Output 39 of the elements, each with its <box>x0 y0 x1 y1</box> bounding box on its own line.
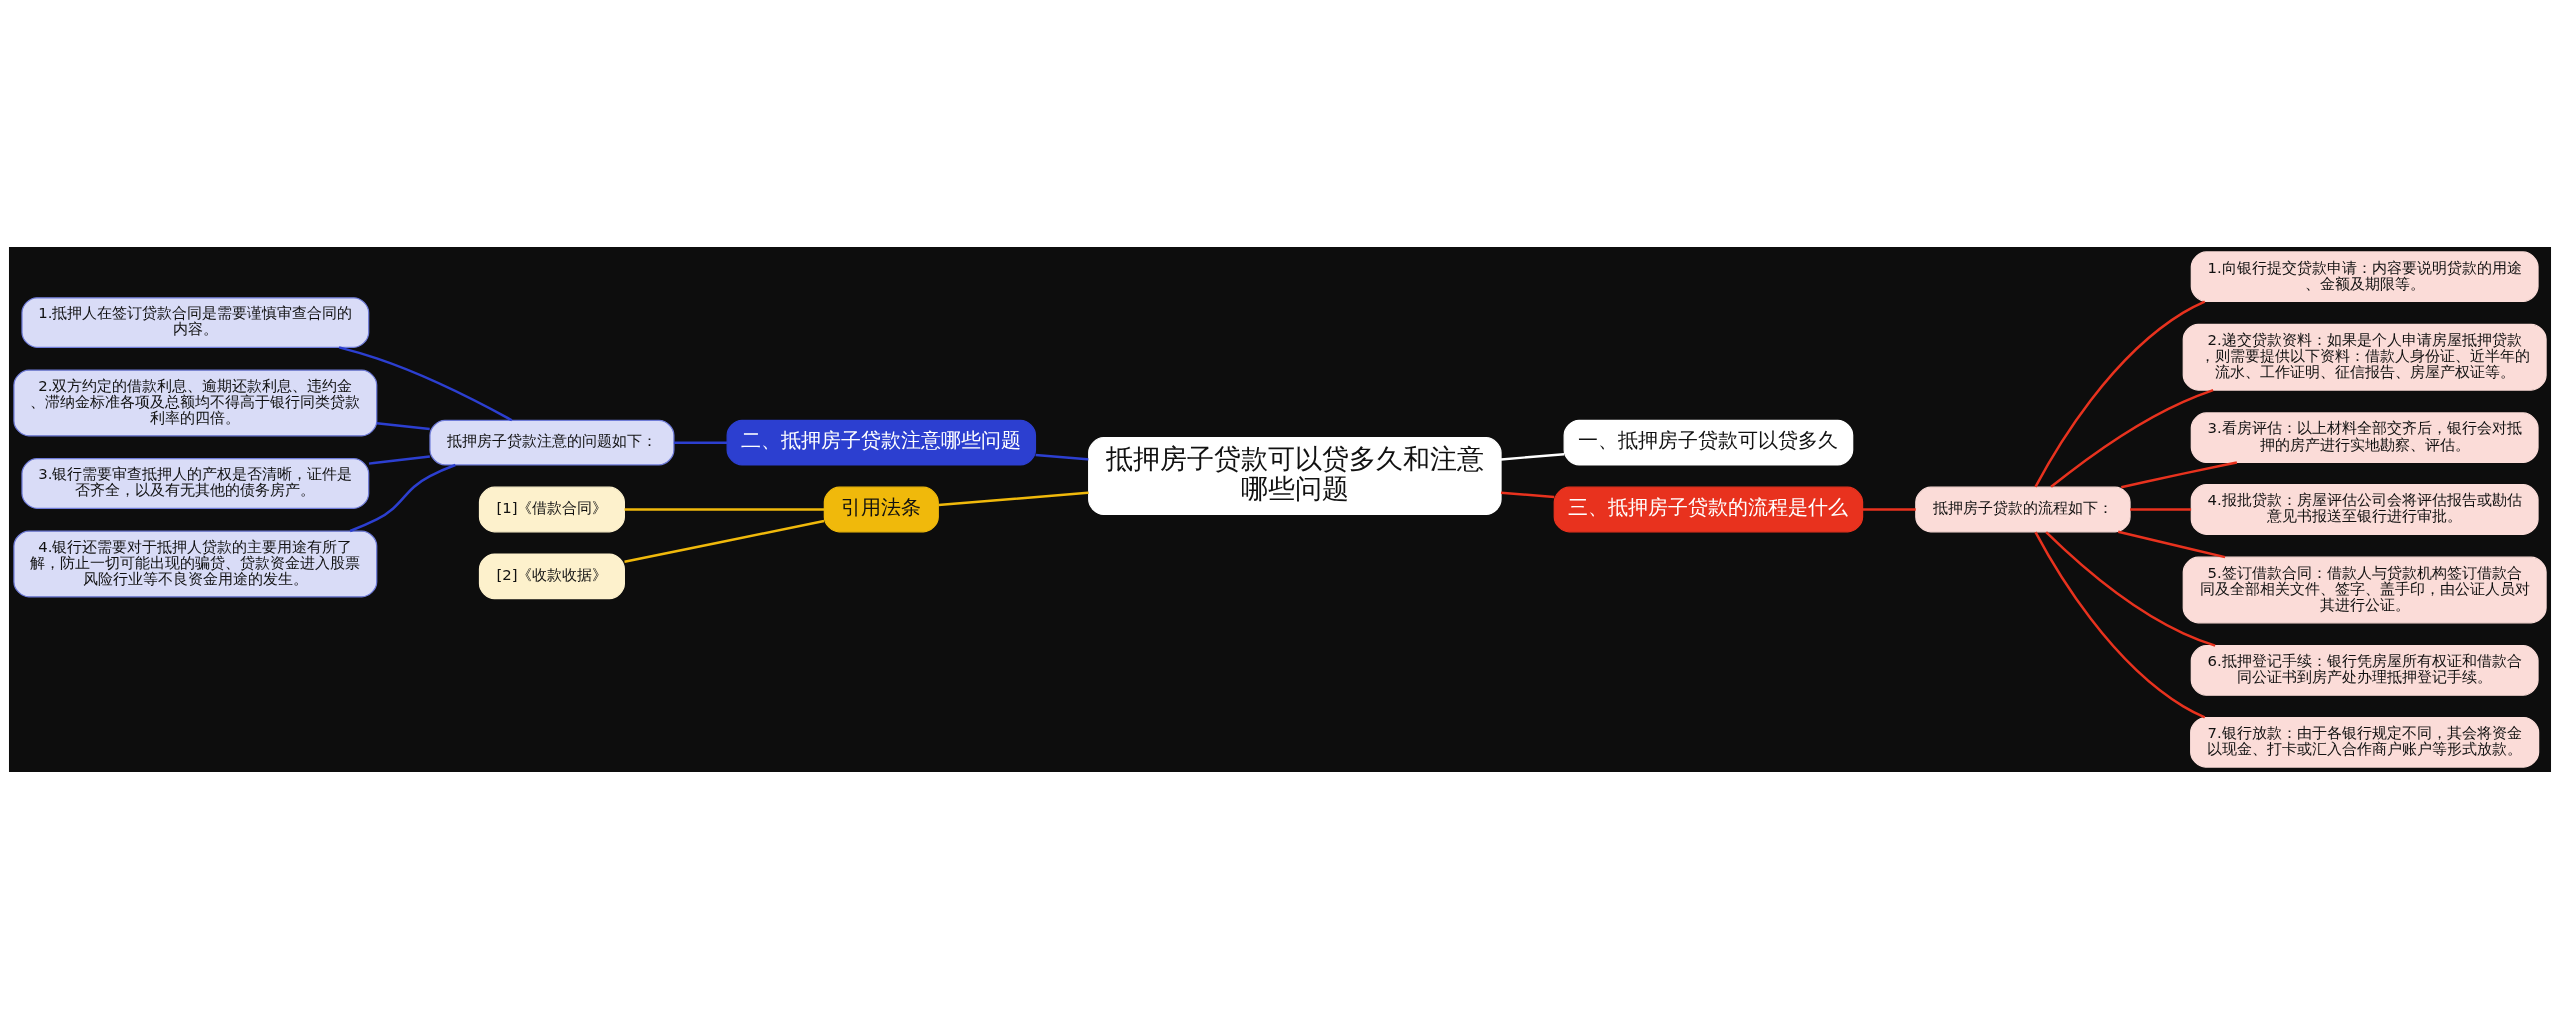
node-box: 3.银行需要审查抵押人的产权是否清晰，证件是否齐全，以及有无其他的债务房产。 <box>21 458 370 509</box>
connector <box>368 455 430 465</box>
connector <box>673 441 727 444</box>
connector <box>2117 530 2226 559</box>
node-box: 1.向银行提交贷款申请：内容要说明贷款的用途、金额及期限等。 <box>2190 251 2539 303</box>
connector <box>1500 491 1555 499</box>
node-box: 引用法条 <box>823 486 939 533</box>
connector <box>1500 453 1565 461</box>
node-box: 一、抵押房子贷款可以贷多久 <box>1563 419 1854 466</box>
node-box: 5.签订借款合同：借款人与贷款机构签订借款合同及全部相关文件、签字、盖手印，由公证人员对其进行公证。 <box>2182 556 2547 624</box>
connector <box>2034 300 2206 488</box>
node-box: 二、抵押房子贷款注意哪些问题 <box>726 419 1037 466</box>
connector <box>1035 453 1089 461</box>
node-box: 2.递交贷款资料：如果是个人申请房屋抵押贷款，则需要提供以下资料：借款人身份证、近半年的流水、工作证明、征信报告、房屋产权证等。 <box>2182 323 2547 391</box>
node-box: 1.抵押人在签订贷款合同是需要谨慎审查合同的内容。 <box>21 297 370 348</box>
node-box: 抵押房子贷款注意的问题如下： <box>429 419 675 466</box>
node-box: 3.看房评估：以上材料全部交齐后，银行会对抵押的房产进行实地勘察、评估。 <box>2190 412 2539 464</box>
connector <box>624 519 825 563</box>
connector <box>1862 508 1916 511</box>
connector <box>2034 531 2206 719</box>
node-box: 6.抵押登记手续：银行凭房屋所有权证和借款合同公证书到房产处办理抵押登记手续。 <box>2190 645 2539 696</box>
node-box: 4.报批贷款：房屋评估公司会将评估报告或勘估意见书报送至银行进行审批。 <box>2190 484 2539 535</box>
node-box: 7.银行放款：由于各银行规定不同，其会将资金以现金、打卡或汇入合作商户账户等形式放款。 <box>2190 716 2540 768</box>
connector <box>624 508 825 511</box>
connector <box>2050 388 2214 488</box>
node-box: 2.双方约定的借款利息、逾期还款利息、违约金、滞纳金标准各项及总额均不得高于银行同类贷款利率的四倍。 <box>13 369 378 437</box>
node-box: 4.银行还需要对于抵押人贷款的主要用途有所了解，防止一切可能出现的骗贷、贷款资金进入股票风险行业等不良资金用途的发生。 <box>13 530 378 598</box>
connector <box>376 421 430 431</box>
connector <box>349 463 456 533</box>
connector <box>2130 508 2192 511</box>
node-box: 抵押房子贷款的流程如下： <box>1915 486 2131 533</box>
node-box: [2]《收款收据》 <box>478 553 625 600</box>
connector <box>2121 461 2238 489</box>
node-box: 三、抵押房子贷款的流程是什么 <box>1553 486 1864 533</box>
node-box: 抵押房子贷款可以贷多久和注意哪些问题 <box>1088 437 1502 516</box>
connector <box>338 346 513 422</box>
connector <box>2045 531 2216 647</box>
connector <box>938 491 1089 507</box>
node-box: [1]《借款合同》 <box>478 486 625 533</box>
